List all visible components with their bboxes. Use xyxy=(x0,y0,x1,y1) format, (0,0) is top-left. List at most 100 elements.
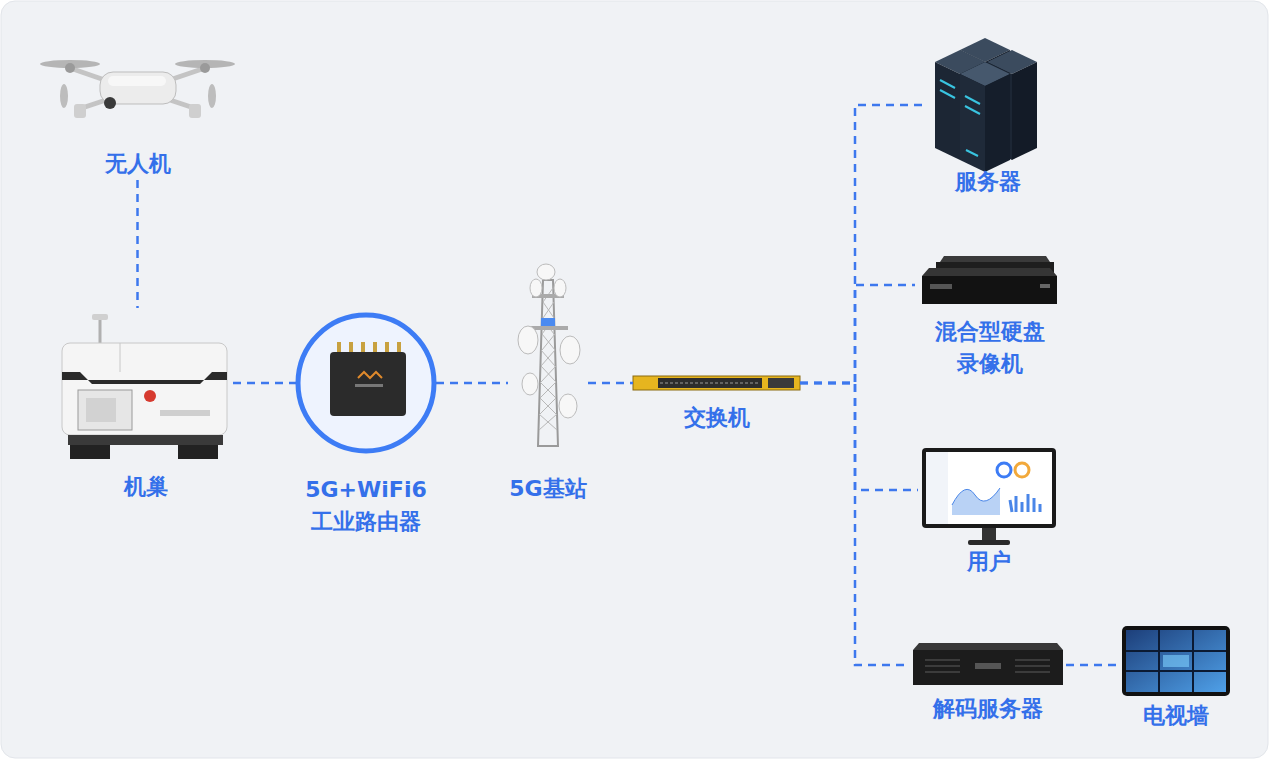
device-node: 用户 xyxy=(918,445,1060,578)
nvr-illustration xyxy=(940,256,1050,262)
tv-wall-illustration xyxy=(1122,626,1230,696)
device-label: 用户 xyxy=(967,546,1011,578)
drone-illustration xyxy=(74,104,86,118)
nvr-illustration xyxy=(922,256,1057,304)
base-station-illustration xyxy=(559,394,577,418)
monitor-illustration xyxy=(1015,463,1029,477)
drone-nest-illustration xyxy=(178,445,218,459)
monitor-illustration xyxy=(1010,494,1040,512)
tv-wall-illustration xyxy=(1126,630,1226,692)
device-node: 解码服务器 xyxy=(910,637,1066,725)
nvr-illustration xyxy=(930,284,952,289)
drone-nest-illustration xyxy=(160,410,210,416)
drone-nest-illustration xyxy=(62,343,227,435)
drone-nest-illustration xyxy=(120,343,121,372)
base-station-illustration xyxy=(560,336,580,364)
router-illustration xyxy=(358,372,382,378)
base-station-illustration xyxy=(554,279,566,297)
tv-wall-illustration xyxy=(1122,626,1230,696)
base-station-illustration xyxy=(541,318,555,326)
drone-illustration xyxy=(104,97,116,109)
device-label: 无人机 xyxy=(105,148,171,180)
drone-nest-illustration xyxy=(99,318,102,345)
monitor-illustration xyxy=(982,528,996,540)
nvr-illustration xyxy=(922,276,1057,304)
switch-illustration xyxy=(768,378,794,388)
monitor-illustration xyxy=(922,448,1056,528)
switch-illustration xyxy=(660,383,760,384)
dashed-link xyxy=(588,382,633,385)
router-illustration xyxy=(298,315,434,451)
device-label: 5G基站 xyxy=(509,473,586,505)
dashed-link xyxy=(436,382,508,385)
device-label: 5G+WiFi6 工业路由器 xyxy=(296,474,436,538)
dashed-link xyxy=(800,383,918,490)
decoder-illustration xyxy=(925,660,1050,672)
drone-illustration xyxy=(189,104,201,118)
drone-nest-illustration xyxy=(62,372,227,384)
device-label: 机巢 xyxy=(124,471,168,503)
device-node: 机巢 xyxy=(58,308,233,503)
decoder-illustration xyxy=(913,643,1063,650)
drone-illustration xyxy=(40,60,235,118)
device-node: 无人机 xyxy=(55,45,220,180)
drone-nest-illustration xyxy=(86,398,116,422)
monitor-illustration xyxy=(922,448,1056,545)
drone-illustration xyxy=(65,63,75,73)
drone-illustration xyxy=(200,63,210,73)
dashed-link xyxy=(800,105,925,383)
drone-nest-illustration xyxy=(144,390,156,402)
router-illustration xyxy=(298,315,434,451)
base-station-illustration xyxy=(518,326,538,354)
base-station-illustration xyxy=(522,373,538,395)
drone-nest-illustration xyxy=(62,314,227,459)
device-node: 交换机 xyxy=(633,372,800,434)
drone-nest-illustration xyxy=(92,314,108,320)
nvr-illustration xyxy=(922,268,1057,276)
drone-illustration xyxy=(208,84,216,108)
drone-illustration xyxy=(60,84,68,108)
dashed-link xyxy=(233,382,296,385)
device-label: 解码服务器 xyxy=(933,693,1043,725)
decoder-illustration xyxy=(975,663,1001,669)
dashed-link xyxy=(800,285,915,383)
switch-illustration xyxy=(633,376,800,390)
device-node: 5G+WiFi6 工业路由器 xyxy=(296,313,436,538)
nvr-illustration xyxy=(1040,284,1050,288)
server-illustration xyxy=(935,62,960,160)
server-illustration xyxy=(960,74,985,172)
base-station-illustration xyxy=(538,280,558,446)
base-station-illustration xyxy=(539,288,557,430)
dashed-link xyxy=(136,180,139,308)
server-illustration xyxy=(935,38,1037,172)
monitor-illustration xyxy=(926,452,1052,524)
dashed-link xyxy=(800,383,910,665)
tv-wall-illustration xyxy=(1163,655,1189,667)
drone-nest-illustration xyxy=(78,390,132,430)
decoder-illustration xyxy=(913,650,1063,685)
dashed-link xyxy=(1066,664,1118,667)
drone-illustration xyxy=(82,96,118,108)
device-label: 混合型硬盘 录像机 xyxy=(915,316,1065,380)
drone-nest-illustration xyxy=(70,445,110,459)
base-station-illustration xyxy=(537,264,555,280)
device-label: 服务器 xyxy=(955,166,1021,198)
monitor-illustration xyxy=(997,463,1011,477)
decoder-illustration xyxy=(913,643,1063,685)
device-node: 混合型硬盘 录像机 xyxy=(915,252,1065,380)
router-illustration xyxy=(330,352,406,416)
device-node: 5G基站 xyxy=(508,262,588,505)
monitor-illustration xyxy=(968,540,1010,545)
device-label: 电视墙 xyxy=(1143,700,1209,732)
device-node: 服务器 xyxy=(925,32,1050,198)
switch-illustration xyxy=(658,378,762,388)
monitor-illustration xyxy=(952,488,1000,505)
server-illustration xyxy=(1012,62,1037,160)
device-label: 交换机 xyxy=(684,402,750,434)
switch-illustration xyxy=(633,376,800,390)
